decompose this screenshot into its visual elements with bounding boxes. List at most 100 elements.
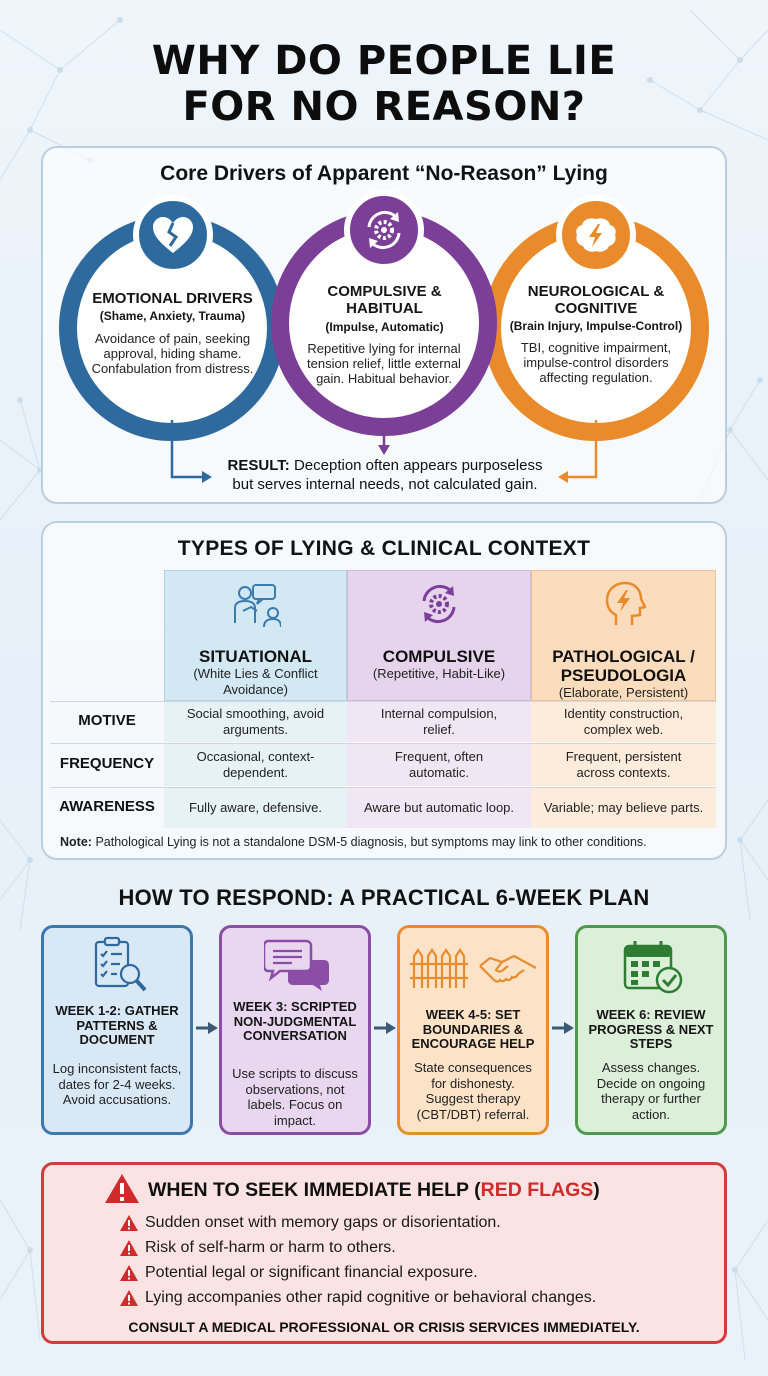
- column-header-compulsive: COMPULSIVE (Repetitive, Habit-Like): [347, 570, 531, 701]
- compulsive-habitual-body: Repetitive lying for internal tension re…: [307, 341, 461, 386]
- cell-text: Fully aware, defensive.: [189, 800, 322, 815]
- column-name-pathological-line1: PATHOLOGICAL /: [552, 647, 695, 666]
- fence-handshake-icon: [410, 944, 542, 995]
- warning-icon: [120, 1265, 138, 1281]
- column-header-pathological: PATHOLOGICAL / PSEUDOLOGIA (Elaborate, P…: [531, 570, 716, 701]
- warning-icon: [120, 1290, 138, 1306]
- red-flag-item: Lying accompanies other rapid cognitive …: [145, 1289, 597, 1306]
- compulsive-title-line1: COMPULSIVE &: [327, 283, 442, 300]
- arrow-right-icon: [552, 1022, 574, 1034]
- two-people-chat-icon: [165, 581, 346, 628]
- cell-frequency-compulsive: Frequent, often automatic.: [347, 744, 531, 786]
- result-text-line1: Deception often appears purposeless: [293, 457, 543, 474]
- compulsive-habitual-subtitle: (Impulse, Automatic): [325, 320, 444, 334]
- row-divider: [50, 743, 716, 744]
- cell-frequency-situational: Occasional, context-dependent.: [164, 744, 347, 786]
- arrow-right-icon: [196, 1022, 218, 1034]
- cell-text: Social smoothing, avoid arguments.: [186, 706, 325, 737]
- calendar-check-icon: [622, 938, 686, 1001]
- speech-bubbles-icon: [262, 938, 330, 997]
- week-1-2-card: WEEK 1-2: GATHER PATTERNS & DOCUMENT Log…: [41, 925, 193, 1135]
- week-3-title: WEEK 3: SCRIPTED NON-JUDGMENTAL CONVERSA…: [233, 999, 357, 1043]
- week-4-5-body: State consequences for dishonesty. Sugge…: [414, 1060, 532, 1122]
- column-sub-compulsive: (Repetitive, Habit-Like): [372, 666, 506, 681]
- result-statement: RESULT: Deception often appears purposel…: [215, 456, 555, 494]
- column-name-pathological-line2: PSEUDOLOGIA: [560, 666, 687, 685]
- red-flags-panel: [41, 1162, 727, 1344]
- week-1-2-body: Log inconsistent facts, dates for 2-4 we…: [52, 1061, 182, 1107]
- red-flag-item: Potential legal or significant financial…: [145, 1264, 478, 1281]
- consult-professional-notice: CONSULT A MEDICAL PROFESSIONAL OR CRISIS…: [128, 1319, 640, 1335]
- week-1-2-title: WEEK 1-2: GATHER PATTERNS & DOCUMENT: [55, 1003, 179, 1047]
- cell-text: Aware but automatic loop.: [363, 800, 515, 815]
- cell-text: Frequent, persistent across contexts.: [565, 749, 682, 780]
- week-6-title: WEEK 6: REVIEW PROGRESS & NEXT STEPS: [588, 1007, 714, 1051]
- emotional-drivers-title: EMOTIONAL DRIVERS: [92, 290, 253, 307]
- cell-text: Occasional, context-dependent.: [196, 749, 315, 780]
- red-flags-heading-prefix: WHEN TO SEEK IMMEDIATE HELP (: [148, 1179, 481, 1201]
- cell-motive-situational: Social smoothing, avoid arguments.: [164, 702, 347, 742]
- cell-text: Variable; may believe parts.: [543, 800, 704, 815]
- red-flags-heading-red: RED FLAGS: [480, 1179, 594, 1201]
- red-flags-heading-suffix: ): [593, 1179, 600, 1201]
- neurological-cognitive-subtitle: (Brain Injury, Impulse-Control): [509, 319, 683, 333]
- neurological-title-line2: COGNITIVE: [554, 300, 638, 317]
- column-header-situational: SITUATIONAL (White Lies & Conflict Avoid…: [164, 570, 347, 701]
- cycle-gear-icon: [348, 581, 530, 627]
- week-6-card: WEEK 6: REVIEW PROGRESS & NEXT STEPS Ass…: [575, 925, 727, 1135]
- cycle-gear-icon: [344, 190, 424, 270]
- cell-text: Identity construction, complex web.: [563, 706, 684, 737]
- page-title-line2: FOR NO REASON?: [182, 84, 586, 130]
- broken-heart-icon: [133, 195, 213, 275]
- column-name-situational: SITUATIONAL: [198, 647, 312, 666]
- arrow-right-icon: [374, 1022, 396, 1034]
- cell-text: Internal compulsion, relief.: [380, 706, 498, 737]
- head-lightning-icon: [532, 581, 715, 627]
- cell-motive-compulsive: Internal compulsion, relief.: [347, 702, 531, 742]
- neurological-cognitive-body: TBI, cognitive impairment, impulse-contr…: [520, 340, 672, 385]
- cell-motive-pathological: Identity construction, complex web.: [531, 702, 716, 742]
- cell-awareness-pathological: Variable; may believe parts.: [531, 788, 716, 828]
- week-4-5-title: WEEK 4-5: SET BOUNDARIES & ENCOURAGE HEL…: [411, 1007, 535, 1051]
- compulsive-habitual-title: COMPULSIVE & HABITUAL: [292, 283, 477, 317]
- result-label: RESULT:: [227, 457, 290, 474]
- red-flag-item: Risk of self-harm or harm to others.: [145, 1239, 396, 1256]
- column-name-pathological: PATHOLOGICAL / PSEUDOLOGIA: [532, 647, 715, 685]
- week-4-5-card: WEEK 4-5: SET BOUNDARIES & ENCOURAGE HEL…: [397, 925, 549, 1135]
- cell-awareness-compulsive: Aware but automatic loop.: [347, 788, 531, 828]
- clipboard-search-icon: [90, 936, 150, 999]
- week-6-body: Assess changes. Decide on ongoing therap…: [596, 1060, 706, 1122]
- dsm-note: Note: Pathological Lying is not a standa…: [60, 835, 720, 849]
- page-title: WHY DO PEOPLE LIE FOR NO REASON?: [0, 38, 768, 130]
- cell-frequency-pathological: Frequent, persistent across contexts.: [531, 744, 716, 786]
- row-divider: [50, 701, 716, 702]
- row-divider: [50, 787, 716, 788]
- types-of-lying-heading: TYPES OF LYING & CLINICAL CONTEXT: [177, 537, 591, 560]
- week-3-body: Use scripts to discuss observations, not…: [232, 1066, 358, 1128]
- note-text: Pathological Lying is not a standalone D…: [95, 835, 647, 849]
- cell-text: Frequent, often automatic.: [394, 749, 484, 780]
- brain-lightning-icon: [556, 195, 636, 275]
- emotional-drivers-subtitle: (Shame, Anxiety, Trauma): [99, 309, 246, 323]
- plan-heading: HOW TO RESPOND: A PRACTICAL 6-WEEK PLAN: [118, 885, 650, 910]
- column-sub-pathological: (Elaborate, Persistent): [558, 685, 689, 700]
- cell-awareness-situational: Fully aware, defensive.: [164, 788, 347, 828]
- page-title-line1: WHY DO PEOPLE LIE: [151, 38, 617, 84]
- red-flag-item: Sudden onset with memory gaps or disorie…: [145, 1214, 501, 1231]
- row-label-frequency: FREQUENCY: [59, 755, 155, 772]
- warning-icon: [120, 1215, 138, 1231]
- result-text-line2: but serves internal needs, not calculate…: [232, 476, 538, 493]
- column-sub-situational: (White Lies & Conflict Avoidance): [193, 666, 318, 697]
- week-3-card: WEEK 3: SCRIPTED NON-JUDGMENTAL CONVERSA…: [219, 925, 371, 1135]
- note-label: Note:: [60, 835, 92, 849]
- compulsive-title-line2: HABITUAL: [346, 300, 423, 317]
- row-label-awareness: AWARENESS: [59, 798, 155, 815]
- neurological-title-line1: NEUROLOGICAL &: [527, 283, 665, 300]
- neurological-cognitive-title: NEUROLOGICAL & COGNITIVE: [496, 283, 696, 317]
- row-label-motive: MOTIVE: [78, 712, 136, 729]
- red-flags-heading: WHEN TO SEEK IMMEDIATE HELP (RED FLAGS): [148, 1179, 600, 1202]
- result-arrows: [170, 420, 598, 483]
- warning-icon: [120, 1240, 138, 1256]
- core-drivers-heading: Core Drivers of Apparent “No-Reason” Lyi…: [160, 162, 608, 185]
